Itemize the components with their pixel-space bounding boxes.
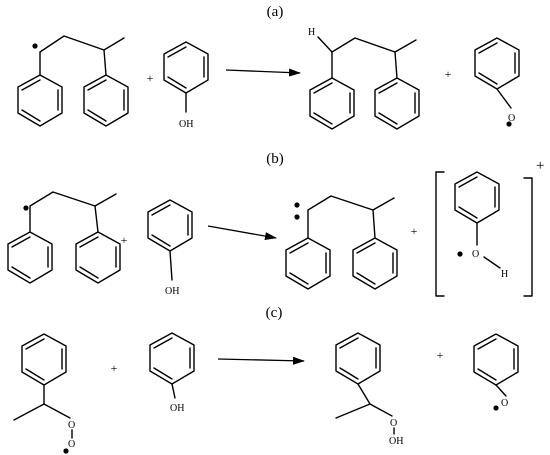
cation-charge: + xyxy=(536,158,544,174)
hydroxyl-label: OH xyxy=(179,119,193,130)
panel-c: (c) O O + OH xyxy=(13,305,519,454)
panel-a: (a) + OH H xyxy=(17,4,520,130)
radical-dot xyxy=(493,405,499,411)
panel-b: (b) + OH xyxy=(7,151,544,297)
benzene-ring xyxy=(75,231,121,284)
panel-b-label: (b) xyxy=(266,151,284,167)
radical-dot xyxy=(294,202,300,208)
phenol-a: OH xyxy=(163,41,209,130)
phenol-c: OH xyxy=(149,332,195,414)
panel-c-label: (c) xyxy=(266,305,283,321)
benzene-ring xyxy=(7,231,53,284)
product-a-chain: H xyxy=(308,27,420,130)
benzene-ring xyxy=(147,199,193,252)
product-b-radical xyxy=(285,195,398,290)
radical-dot xyxy=(457,251,463,257)
radical-dot xyxy=(63,448,69,454)
oxygen-label: O xyxy=(68,420,75,431)
hydroxyl-label: OH xyxy=(165,286,179,297)
benzene-ring xyxy=(149,332,195,385)
benzene-ring xyxy=(163,41,209,94)
hydroxyl-label: OH xyxy=(170,403,184,414)
plus-sign: + xyxy=(445,67,452,81)
phenol-b: OH xyxy=(147,199,193,297)
oxygen-label: O xyxy=(68,439,75,450)
reaction-arrow xyxy=(207,225,277,241)
peroxy-radical-c: O O xyxy=(13,333,75,454)
benzene-ring xyxy=(83,74,129,127)
panel-a-label: (a) xyxy=(267,4,284,20)
benzene-ring xyxy=(335,332,381,385)
reactant-b-radical xyxy=(7,191,121,284)
plus-sign: + xyxy=(111,361,118,375)
right-bracket xyxy=(523,177,533,297)
phenol-cation-complex: + O H xyxy=(435,158,544,297)
plus-sign: + xyxy=(121,233,128,247)
benzene-ring xyxy=(352,237,398,290)
hydrogen-label: H xyxy=(501,269,508,280)
phenoxy-radical-a: O xyxy=(474,37,520,127)
benzene-ring xyxy=(473,333,519,386)
left-bracket xyxy=(435,171,445,297)
benzene-ring xyxy=(285,237,331,290)
reaction-arrow xyxy=(225,68,301,77)
oxygen-label: O xyxy=(501,398,508,409)
benzene-ring xyxy=(474,37,520,90)
hydrogen-label: H xyxy=(308,27,315,38)
plus-sign: + xyxy=(411,224,418,238)
radical-dot xyxy=(506,121,512,127)
phenoxy-radical-c: O xyxy=(473,333,519,411)
benzene-ring xyxy=(309,77,355,130)
oxygen-label: O xyxy=(472,249,479,260)
benzene-ring xyxy=(17,74,63,127)
radical-dot xyxy=(294,214,300,220)
radical-dot xyxy=(32,43,38,49)
oxygen-label: O xyxy=(390,418,397,429)
reaction-arrow xyxy=(217,356,305,365)
benzene-ring xyxy=(454,171,500,224)
oxygen-label: O xyxy=(508,113,515,124)
hydroperoxide-c: O OH xyxy=(335,332,403,447)
reactant-a-radical xyxy=(17,35,129,127)
plus-sign: + xyxy=(147,71,154,85)
benzene-ring xyxy=(374,77,420,130)
radical-dot xyxy=(23,205,29,211)
benzene-ring xyxy=(21,333,67,386)
plus-sign: + xyxy=(437,348,444,362)
hydroperoxy-label: OH xyxy=(389,436,403,447)
